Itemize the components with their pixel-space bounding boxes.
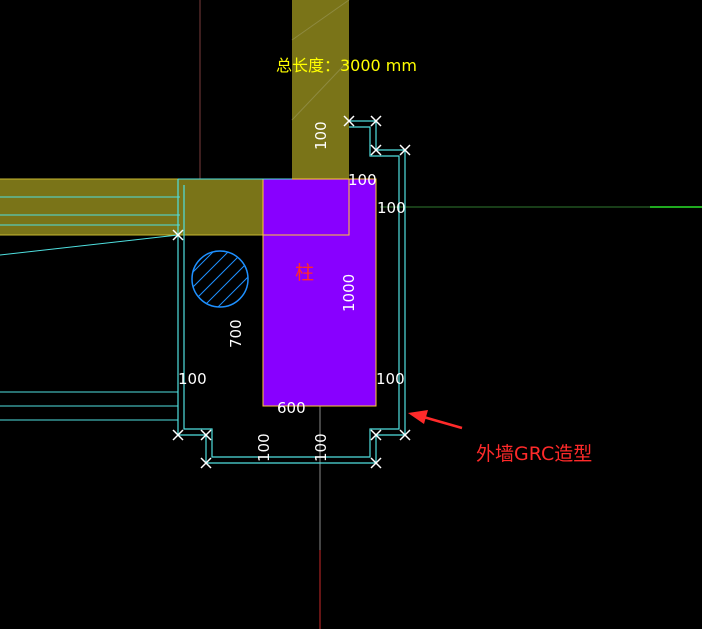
dim-top-stub-width: 100 bbox=[348, 171, 377, 189]
wall-hatch bbox=[291, 59, 350, 121]
column-label: 柱 bbox=[295, 262, 314, 284]
dim-top-stub-height: 100 bbox=[312, 121, 330, 150]
column-overlap bbox=[262, 178, 350, 236]
annotation-label: 外墙GRC造型 bbox=[476, 443, 592, 465]
wall-horizontal[interactable] bbox=[0, 179, 292, 235]
dim-right-top-offset: 100 bbox=[377, 199, 406, 217]
hatched-circle[interactable] bbox=[172, 240, 258, 325]
dim-right-wall-thickness: 100 bbox=[376, 370, 405, 388]
dim-bottom-right-depth: 100 bbox=[312, 433, 330, 462]
dim-bottom-left-depth: 100 bbox=[255, 433, 273, 462]
diagonal-line bbox=[0, 234, 179, 256]
dim-column-width: 600 bbox=[277, 399, 306, 417]
dim-left-wall-thickness: 100 bbox=[178, 370, 207, 388]
wall-hatch bbox=[291, 0, 350, 41]
column[interactable] bbox=[262, 178, 377, 407]
annotation-arrow bbox=[408, 410, 463, 430]
dim-column-height: 1000 bbox=[340, 274, 358, 312]
dim-left-offset: 700 bbox=[227, 319, 245, 348]
snap-markers bbox=[172, 115, 411, 469]
total-length-label: 总长度：3000 mm bbox=[276, 56, 417, 75]
